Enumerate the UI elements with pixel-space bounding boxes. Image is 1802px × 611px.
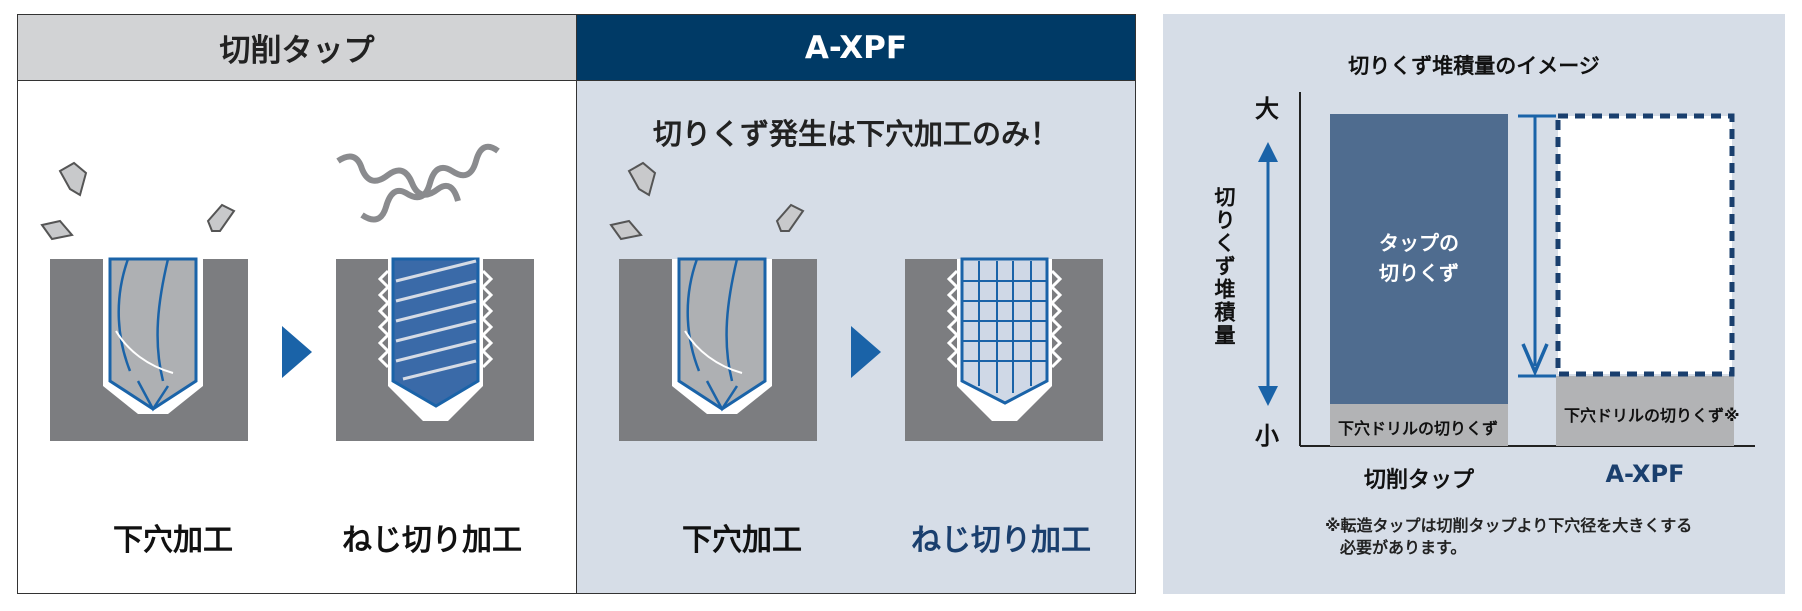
tap-chips-label: タップの 切りくず xyxy=(1379,231,1459,285)
chip-volume-chart: 切りくず堆積量のイメージ 大 小 切りくず堆積量 タップの 切りくず 下穴ドリル… xyxy=(1163,14,1785,594)
drill-hole-block xyxy=(50,257,248,441)
a-xpf-illustration xyxy=(609,161,1103,441)
footnote-line2: 必要があります。 xyxy=(1340,538,1467,557)
tapping-block xyxy=(336,257,534,441)
a-xpf-headline: 切りくず発生は下穴加工のみ！ xyxy=(652,117,1059,151)
forming-block xyxy=(905,257,1103,441)
category-cutting-tap: 切削タップ xyxy=(1363,468,1474,493)
cutting-tap-header: 切削タップ xyxy=(18,15,576,81)
axpf-forming-caption: ねじ切り加工 xyxy=(911,523,1091,558)
reduction-arrow xyxy=(1518,114,1556,378)
axpf-drill-caption: 下穴加工 xyxy=(682,523,802,558)
y-top-label: 大 xyxy=(1255,95,1279,123)
drill-chips-axpf xyxy=(609,161,805,241)
drill-hole-block-axpf xyxy=(619,257,817,441)
cutting-tap-panel: 切削タップ xyxy=(17,14,577,594)
drill-chips xyxy=(40,161,236,241)
drill-chips-label: 下穴ドリルの切りくず xyxy=(1338,419,1499,438)
drill-chips-label-star: 下穴ドリルの切りくず※ xyxy=(1564,406,1740,425)
bar-axpf-dashed-outline xyxy=(1555,113,1735,377)
footnote-line1: ※転造タップは切削タップより下穴径を大きくする xyxy=(1325,516,1693,535)
bar-tap-chips xyxy=(1330,114,1508,404)
process-arrow-axpf xyxy=(851,326,881,378)
spiral-chips xyxy=(336,143,500,223)
y-bottom-label: 小 xyxy=(1255,422,1279,450)
chart-graphics xyxy=(1258,92,1755,447)
a-xpf-header: A-XPF xyxy=(577,15,1135,81)
category-a-xpf: A-XPF xyxy=(1605,460,1685,488)
bar-drill-chips-axpf xyxy=(1556,376,1734,446)
y-axis-label: 切りくず堆積量 xyxy=(1212,186,1236,347)
drill-caption: 下穴加工 xyxy=(113,523,233,558)
a-xpf-panel: A-XPF 切りくず発生は下穴加工のみ！ xyxy=(576,14,1136,594)
cutting-tap-illustration xyxy=(40,143,534,441)
bar-drill-chips-cutting xyxy=(1330,404,1508,446)
y-double-arrow xyxy=(1258,142,1278,406)
process-arrow xyxy=(282,326,312,378)
tapping-caption: ねじ切り加工 xyxy=(342,523,522,558)
chart-title: 切りくず堆積量のイメージ xyxy=(1348,54,1600,78)
